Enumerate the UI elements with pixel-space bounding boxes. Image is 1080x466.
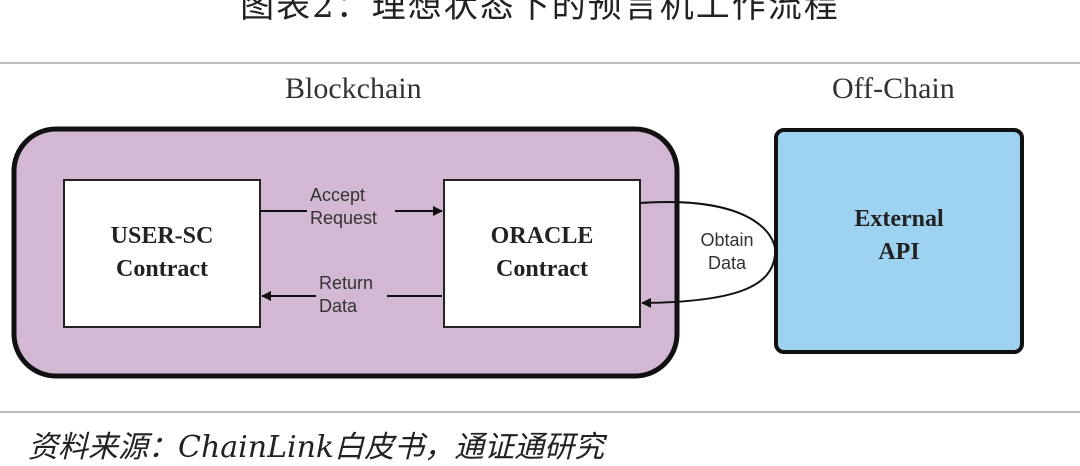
- accept-request-line2: Request: [310, 208, 377, 228]
- user-sc-line1: USER-SC: [111, 223, 214, 249]
- oracle-line2: Contract: [496, 256, 588, 282]
- oracle-line1: ORACLE: [491, 223, 594, 249]
- top-divider: [0, 62, 1080, 64]
- figure-source: 资料来源：ChainLink白皮书，通证通研究: [28, 430, 605, 465]
- bottom-divider: [0, 411, 1080, 413]
- accept-request-edge: Accept Request: [260, 185, 443, 228]
- external-api-line1: External: [854, 206, 944, 232]
- obtain-data-line1: Obtain: [700, 230, 753, 250]
- return-data-line2: Data: [319, 296, 358, 316]
- obtain-data-edge: Obtain Data: [639, 201, 777, 308]
- return-data-line1: Return: [319, 273, 373, 293]
- offchain-label: Off-Chain: [832, 72, 955, 105]
- oracle-node[interactable]: [443, 179, 641, 328]
- external-api-node[interactable]: [774, 128, 1024, 354]
- return-data-edge: Return Data: [261, 273, 442, 316]
- obtain-data-line2: Data: [708, 253, 747, 273]
- user-sc-node[interactable]: [63, 179, 261, 328]
- blockchain-label: Blockchain: [285, 72, 422, 105]
- accept-request-line1: Accept: [310, 185, 365, 205]
- external-api-line2: API: [878, 239, 919, 265]
- user-sc-line2: Contract: [116, 256, 208, 282]
- figure-title: 图表2：理想状态下的预言机工作流程: [240, 0, 840, 26]
- oracle-flow-diagram: USER-SC Contract ORACLE Contract Externa…: [11, 126, 1024, 379]
